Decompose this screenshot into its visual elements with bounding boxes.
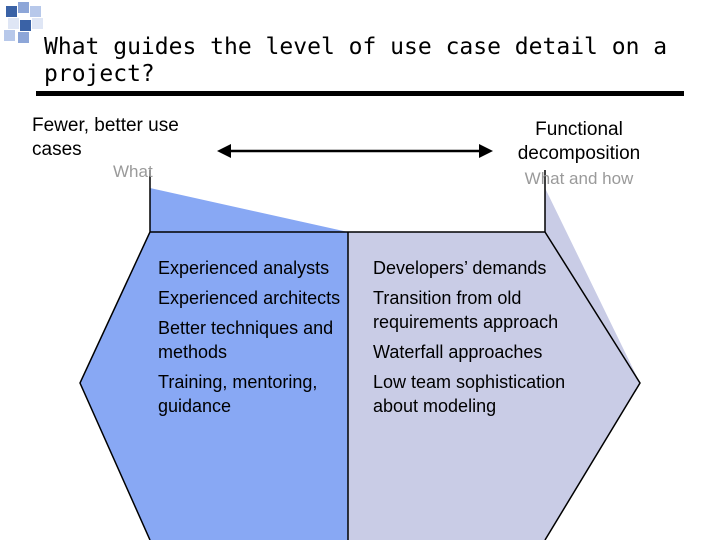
list-item: Transition from old requirements approac… [373, 288, 559, 332]
decor-square [20, 20, 31, 31]
list-item: Training, mentoring, guidance [158, 372, 318, 416]
list-item: Waterfall approaches [373, 342, 543, 362]
left-end-label: Fewer, better use cases [32, 115, 179, 160]
decor-square [18, 32, 29, 43]
right-factors-list: Developers’ demands Transition from old … [373, 256, 613, 418]
title-underline [36, 91, 684, 96]
decor-square [30, 6, 41, 17]
right-end-label: Functional decomposition [517, 119, 641, 164]
left-end-sublabel: What [113, 162, 153, 181]
decor-square [18, 2, 29, 13]
list-item: Better techniques and methods [158, 318, 334, 362]
left-factors-list: Experienced analysts Experienced archite… [158, 256, 343, 418]
panel-outline [79, 170, 641, 540]
list-item: Experienced analysts [158, 258, 330, 278]
list-item: Low team sophistication about modeling [373, 372, 566, 416]
decor-square [4, 30, 15, 41]
right-panel [348, 188, 640, 540]
decor-square [32, 18, 43, 29]
left-panel [80, 188, 348, 540]
right-end-sublabel: What and how [524, 169, 634, 188]
list-item: Experienced architects [158, 288, 341, 308]
spectrum-arrow [217, 144, 493, 158]
decor-square [8, 18, 19, 29]
list-item: Developers’ demands [373, 258, 547, 278]
decor-square [6, 6, 17, 17]
slide-title: What guides the level of use case detail… [44, 34, 668, 87]
